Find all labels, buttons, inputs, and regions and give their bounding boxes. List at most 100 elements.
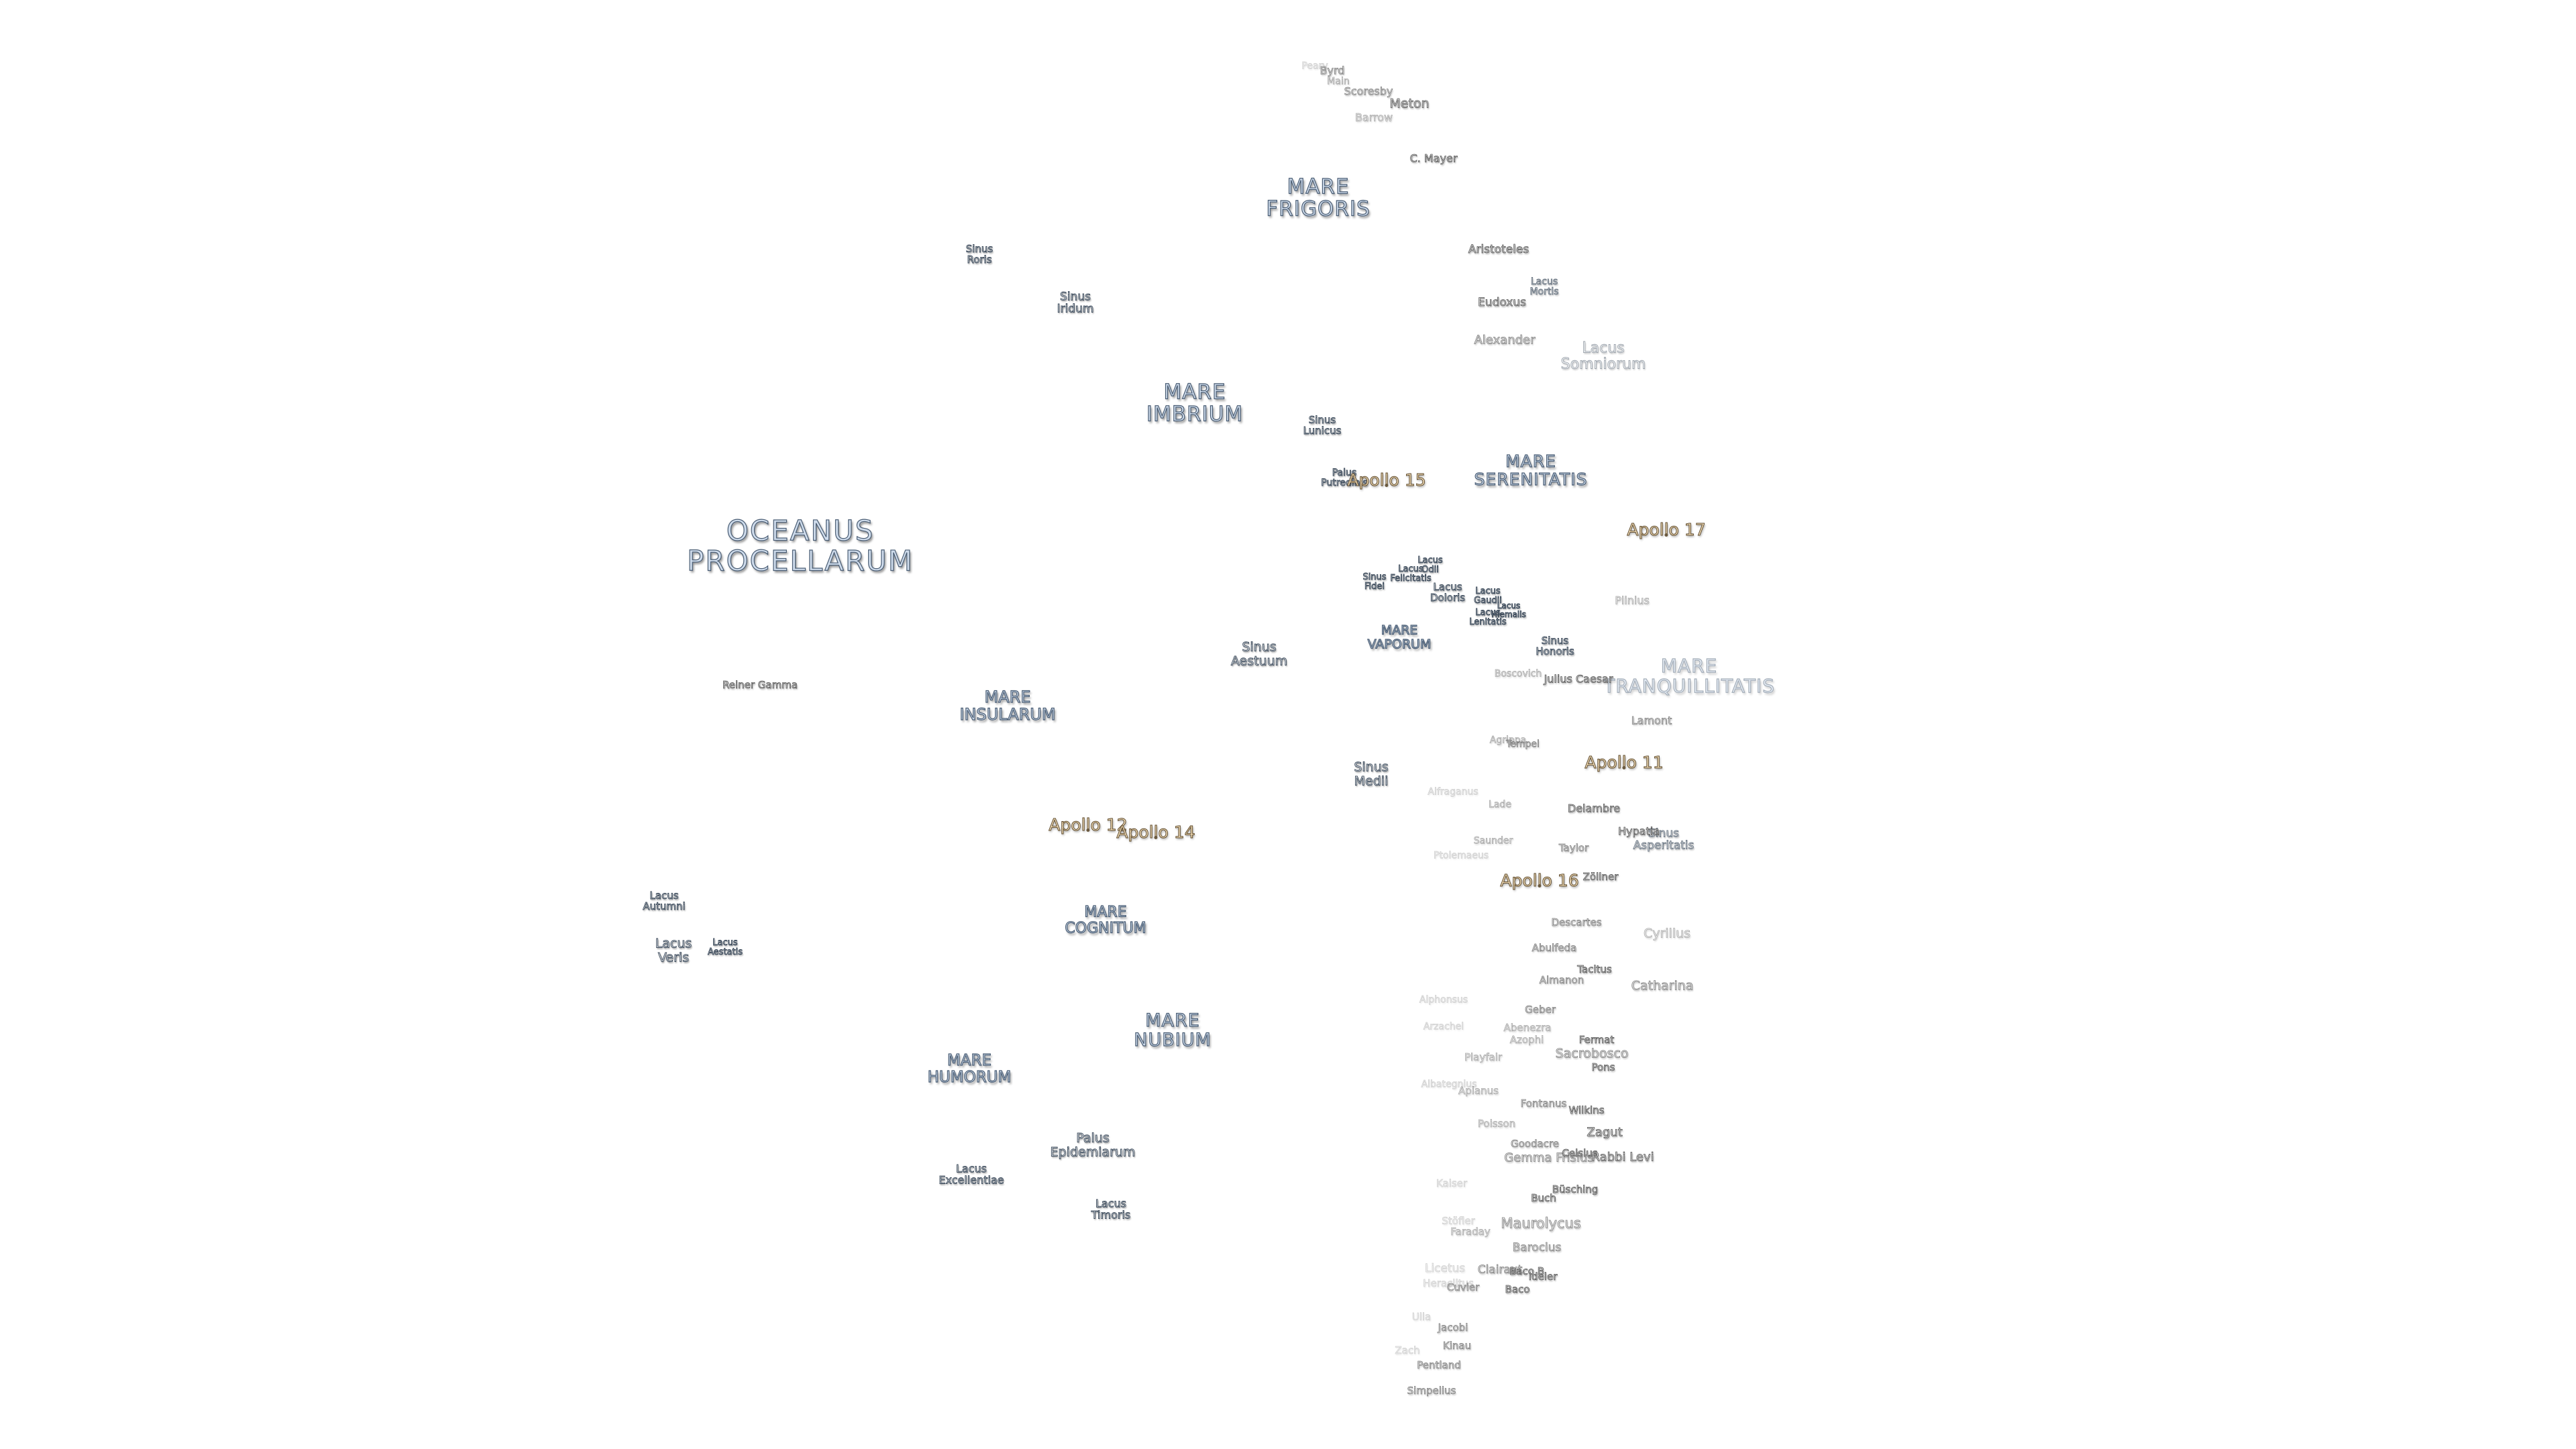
lacus-autumni-label: Lacus Autumni xyxy=(643,889,686,912)
sinus-honoris-label: Sinus Honoris xyxy=(1536,634,1574,657)
apollo-14-label: Apollo 14 xyxy=(1116,822,1195,842)
stofler-crater-label: Stöfler xyxy=(1442,1214,1475,1227)
abenezra-crater-label: Abenezra xyxy=(1503,1021,1552,1034)
lamont-crater-label: Lamont xyxy=(1631,714,1672,727)
alphonsus-faint-label: Alphonsus xyxy=(1419,994,1468,1006)
faraday-crater-label: Faraday xyxy=(1450,1225,1491,1238)
albategnius-faint-label: Albategnius xyxy=(1421,1079,1477,1090)
playfair-crater-label: Playfair xyxy=(1464,1051,1503,1063)
zollner-crater-label: Zöllner xyxy=(1582,870,1619,883)
apollo-15-marker xyxy=(1385,484,1389,487)
lacus-mortis-label: Lacus Mortis xyxy=(1529,276,1559,297)
mare-insularum-label: MARE INSULARUM xyxy=(959,688,1056,724)
aristoteles-crater-label: Aristoteles xyxy=(1468,242,1529,256)
sinus-aestuum-label: Sinus Aestuum xyxy=(1230,639,1288,668)
sinus-fidei-label: Sinus Fidei xyxy=(1362,572,1387,592)
sacrobosco-crater-label: Sacrobosco xyxy=(1555,1046,1629,1061)
geber-crater-label: Geber xyxy=(1525,1003,1556,1016)
main-crater-label: Main xyxy=(1327,76,1350,87)
peary-crater-label: Peary xyxy=(1301,60,1328,72)
byrd-crater-label: Byrd xyxy=(1320,64,1345,77)
apollo-12-label: Apollo 12 xyxy=(1049,815,1128,835)
mare-imbrium-label: MARE IMBRIUM xyxy=(1146,380,1244,427)
eudoxus-crater-label: Eudoxus xyxy=(1478,295,1527,309)
rabbi-levi-crater-label: Rabbi Levi xyxy=(1591,1150,1654,1165)
sinus-asperitatis-label: Sinus Asperitatis xyxy=(1633,826,1695,853)
tacitus-crater-label: Tacitus xyxy=(1577,963,1612,975)
sinus-medii-label: Sinus Medii xyxy=(1354,759,1389,788)
tempel-crater-label: Tempel xyxy=(1506,739,1540,750)
cuvier-crater-label: Cuvier xyxy=(1446,1281,1480,1293)
lacus-aestatis-label: Lacus Aestatis xyxy=(708,937,743,957)
simpelius-crater-label: Simpelius xyxy=(1407,1384,1456,1397)
abulfeda-crater-label: Abulfeda xyxy=(1532,941,1577,954)
apollo-16-site: Apollo 16 xyxy=(1500,871,1579,893)
ptolemaeus-faint-label: Ptolemaeus xyxy=(1434,850,1489,861)
lacus-gaudii-label: Lacus Gaudii xyxy=(1474,586,1503,606)
mare-vaporum-label: MARE VAPORUM xyxy=(1367,623,1432,651)
mare-nubium-label: MARE NUBIUM xyxy=(1134,1010,1212,1051)
busching-crater-label: Büsching xyxy=(1552,1183,1599,1195)
apollo-15-label: Apollo 15 xyxy=(1347,470,1426,490)
apollo-12-marker xyxy=(1086,828,1090,832)
agrippa-crater-label: Agrippa xyxy=(1489,735,1527,746)
meton-crater-label: Meton xyxy=(1389,96,1430,111)
kinau-crater-label: Kinau xyxy=(1442,1339,1472,1352)
hypatia-crater-label: Hypatia xyxy=(1618,824,1660,838)
mare-humorum-label: MARE HUMORUM xyxy=(927,1052,1012,1086)
apollo-15-site: Apollo 15 xyxy=(1347,471,1426,492)
lacus-hiemalis-label: Lacus Hiemalis xyxy=(1491,601,1527,619)
lade-crater-label: Lade xyxy=(1489,799,1512,810)
licetus-crater-label: Licetus xyxy=(1424,1261,1466,1275)
boscovich-crater-label: Boscovich xyxy=(1494,668,1542,680)
taylor-crater-label: Taylor xyxy=(1558,841,1589,854)
palus-epidemiarum-label: Palus Epidemiarum xyxy=(1050,1130,1136,1159)
apollo-17-site: Apollo 17 xyxy=(1627,520,1706,542)
ideler-crater-label: Ideler xyxy=(1528,1270,1558,1283)
pons-crater-label: Pons xyxy=(1591,1061,1615,1073)
ulla-crater-label: Ulla xyxy=(1411,1310,1432,1323)
wilkins-crater-label: Wilkins xyxy=(1568,1104,1605,1116)
apollo-12-site: Apollo 12 xyxy=(1049,815,1128,837)
apollo-14-site: Apollo 14 xyxy=(1116,823,1195,845)
apollo-17-label: Apollo 17 xyxy=(1627,520,1706,539)
azophi-crater-label: Azophi xyxy=(1509,1033,1544,1046)
almanon-crater-label: Almanon xyxy=(1539,973,1585,986)
alexander-crater-label: Alexander xyxy=(1474,333,1536,347)
barocius-crater-label: Barocius xyxy=(1512,1240,1562,1254)
apollo-17-marker xyxy=(1664,533,1668,537)
maurolycus-crater-label: Maurolycus xyxy=(1501,1215,1581,1232)
apollo-16-marker xyxy=(1538,884,1542,888)
zagut-crater-label: Zagut xyxy=(1587,1125,1623,1140)
scoresby-crater-label: Scoresby xyxy=(1344,85,1393,98)
arzachel-faint-label: Arzachel xyxy=(1423,1021,1464,1032)
lacus-lenitatis-label: Lacus Lenitatis xyxy=(1469,607,1507,627)
clairaut-crater-label: Clairaut xyxy=(1477,1263,1523,1277)
gemma-frisius-crater-label: Gemma Frisius xyxy=(1504,1150,1594,1165)
sinus-iridum-label: Sinus Iridum xyxy=(1057,290,1094,316)
catharina-crater-label: Catharina xyxy=(1631,978,1694,994)
lacus-veris-label: Lacus Veris xyxy=(655,936,692,965)
c-mayer-crater-label: C. Mayer xyxy=(1409,152,1458,165)
reiner-gamma-label: Reiner Gamma xyxy=(722,678,798,691)
apollo-11-site: Apollo 11 xyxy=(1585,753,1664,775)
apianus-crater-label: Apianus xyxy=(1458,1084,1499,1097)
pentland-crater-label: Pentland xyxy=(1417,1358,1461,1371)
lacus-doloris-label: Lacus Doloris xyxy=(1430,580,1466,604)
descartes-crater-label: Descartes xyxy=(1551,916,1602,928)
sinus-lunicus-label: Sinus Lunicus xyxy=(1303,413,1342,437)
cyrillus-crater-label: Cyrillus xyxy=(1643,926,1691,941)
lacus-odii-label: Lacus Odii xyxy=(1417,555,1443,575)
baco-crater-label: Baco xyxy=(1505,1283,1530,1295)
barrow-crater-label: Barrow xyxy=(1354,111,1393,124)
baco-b-crater-label: Baco B xyxy=(1509,1265,1545,1277)
delambre-crater-label: Delambre xyxy=(1567,802,1621,815)
lacus-timoris-label: Lacus Timoris xyxy=(1091,1197,1131,1222)
jacobi-crater-label: Jacobi xyxy=(1438,1321,1468,1334)
palus-putredinis-label: Palus Putredinis xyxy=(1321,467,1368,488)
mare-frigoris-label: MARE FRIGORIS xyxy=(1266,174,1371,221)
kaiser-crater-label: Kaiser xyxy=(1436,1177,1468,1189)
zach-crater-label: Zach xyxy=(1395,1344,1420,1356)
mare-tranquillitatis-label: MARE TRANQUILLITATIS xyxy=(1603,654,1775,697)
